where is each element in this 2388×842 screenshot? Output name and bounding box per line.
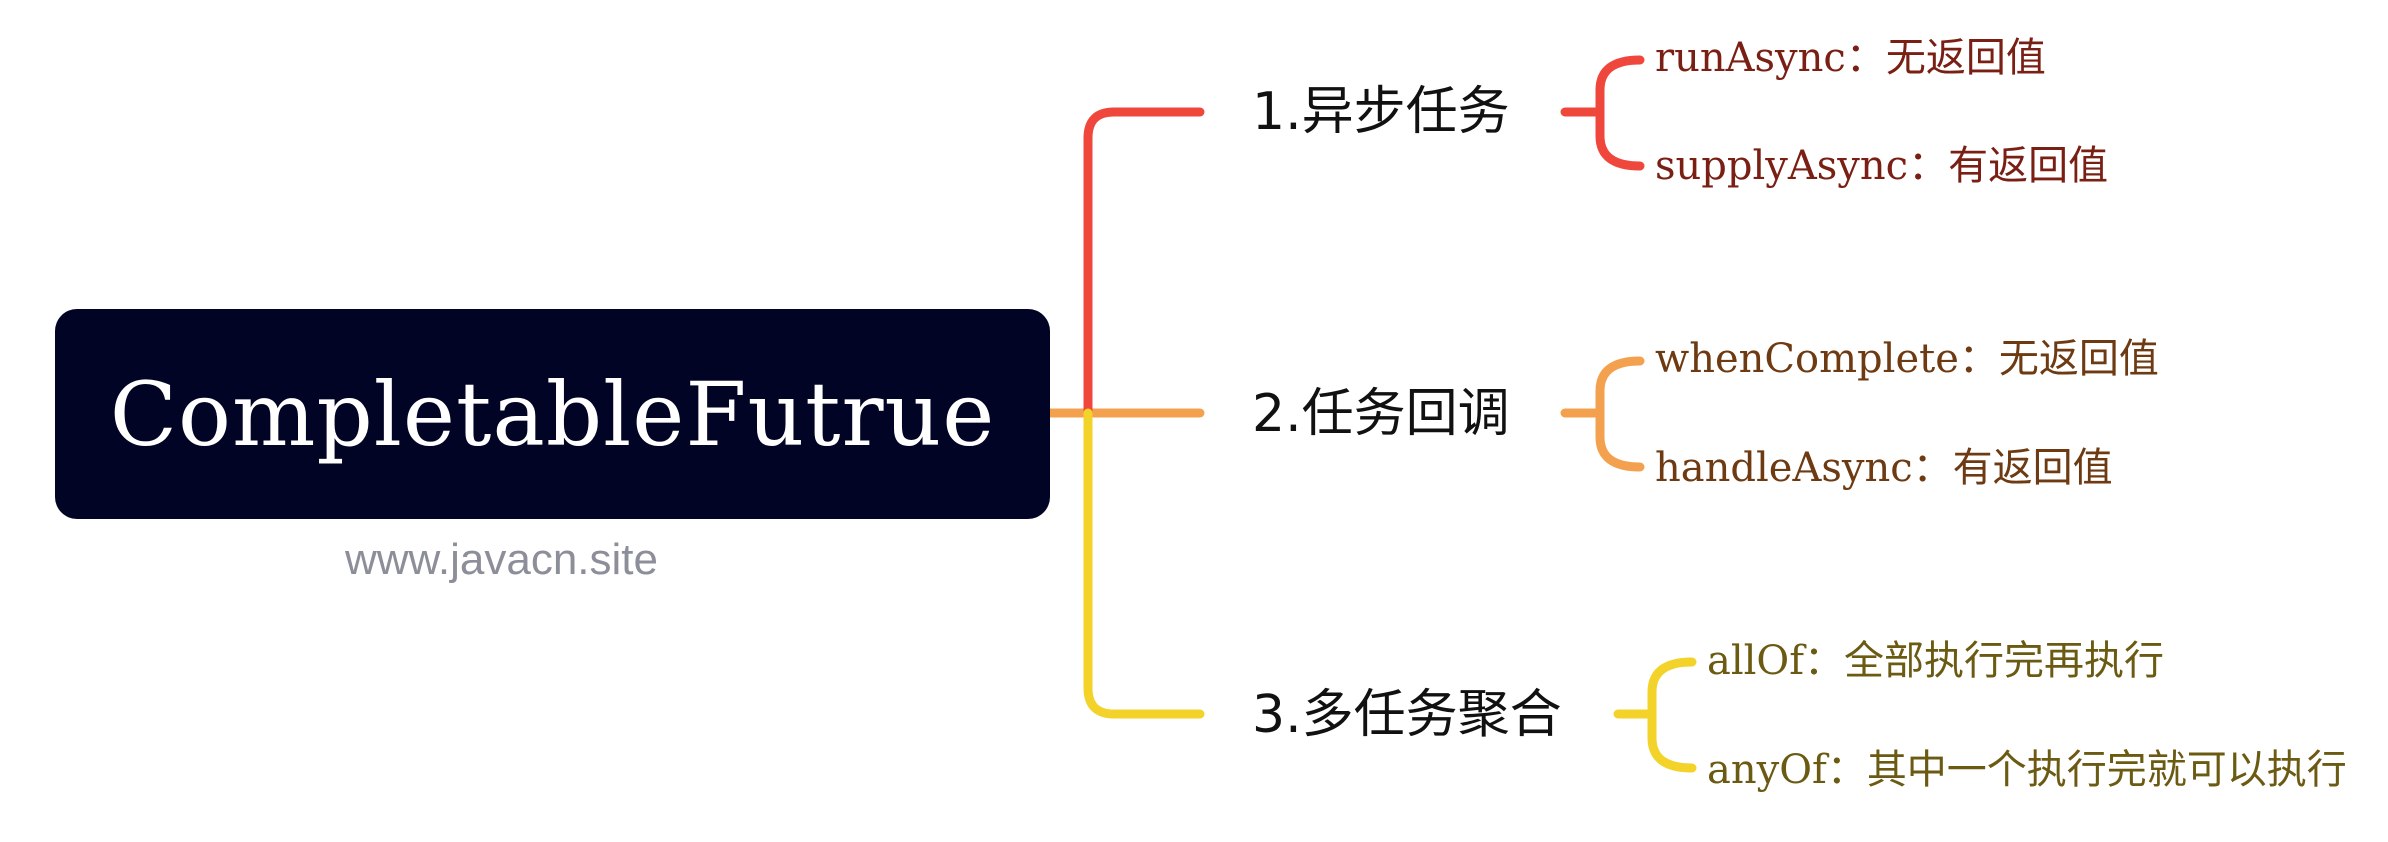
root-node: CompletableFutrue (55, 309, 1050, 519)
leaf-node-3-2: anyOf：其中一个执行完就可以执行 (1707, 750, 2347, 790)
leaf-node-1-2: supplyAsync：有返回值 (1655, 146, 2108, 186)
watermark-text: www.javacn.site (345, 535, 659, 584)
branch-node-3: 3.多任务聚合 (1252, 685, 1562, 745)
connector-root-branch-3 (1083, 408, 1205, 719)
leaf-description: 有返回值 (1952, 445, 2113, 491)
branch-node-1: 1.异步任务 (1252, 82, 1510, 142)
leaf-separator: ： (1912, 445, 1953, 491)
root-title: CompletableFutrue (109, 362, 996, 466)
leaf-separator: ： (1845, 35, 1886, 81)
leaf-method: allOf (1707, 638, 1805, 684)
leaf-method: whenComplete (1655, 336, 1959, 382)
leaf-separator: ： (1958, 336, 1999, 382)
branch-node-2: 2.任务回调 (1252, 384, 1510, 444)
leaf-description: 全部执行完再执行 (1844, 638, 2165, 684)
leaf-separator: ： (1804, 638, 1845, 684)
bracket-branch-3 (1613, 657, 1697, 773)
leaf-description: 无返回值 (1998, 336, 2159, 382)
leaf-separator: ： (1826, 747, 1867, 793)
bracket-branch-1 (1560, 55, 1645, 171)
leaf-node-1-1: runAsync：无返回值 (1655, 38, 2046, 78)
leaf-description: 有返回值 (1948, 143, 2109, 189)
leaf-description: 其中一个执行完就可以执行 (1866, 747, 2347, 793)
connector-root-branch-1 (1083, 107, 1205, 418)
leaf-node-3-1: allOf：全部执行完再执行 (1707, 641, 2164, 681)
leaf-method: handleAsync (1655, 445, 1913, 491)
leaf-node-2-1: whenComplete：无返回值 (1655, 339, 2159, 379)
leaf-method: anyOf (1707, 747, 1827, 793)
leaf-separator: ： (1908, 143, 1949, 189)
leaf-description: 无返回值 (1885, 35, 2046, 81)
leaf-method: supplyAsync (1655, 143, 1909, 189)
leaf-node-2-2: handleAsync：有返回值 (1655, 448, 2113, 488)
bracket-branch-2 (1560, 356, 1645, 472)
leaf-method: runAsync (1655, 35, 1846, 81)
